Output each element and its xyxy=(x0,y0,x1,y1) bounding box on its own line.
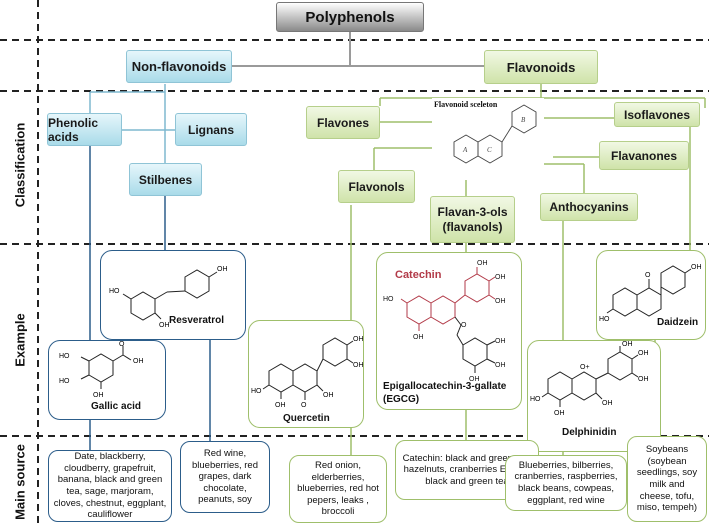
gallic-acid-card: O OH HO HO OH Gallic acid xyxy=(48,340,166,420)
skeleton-structure-icon: A C B xyxy=(453,104,537,164)
source-phenolic-acids: Date, blackberry, cloudberry, grapefruit… xyxy=(48,450,172,522)
delphinidin-oh-4: OH xyxy=(602,400,613,407)
quercetin-name: Quercetin xyxy=(283,413,330,424)
daidzein-ho: HO xyxy=(599,316,610,323)
delphinidin-name: Delphinidin xyxy=(562,427,617,438)
gallic-oh-3: OH xyxy=(93,392,104,399)
delphinidin-card: O+ OH OH OH OH HO OH Delphinidin xyxy=(527,340,661,452)
source-isoflavones: Soybeans (soybean seedlings, soy milk an… xyxy=(627,436,707,522)
flavanones-box: Flavanones xyxy=(599,141,689,170)
source-flavonols: Red onion, elderberries, blueberries, re… xyxy=(289,455,387,523)
section-label-example: Example xyxy=(12,313,28,367)
delphinidin-structure-icon: O+ OH OH OH OH HO OH xyxy=(530,341,649,417)
daidzein-name: Daidzein xyxy=(657,317,699,328)
quercetin-card: OH OH OH O HO OH Quercetin xyxy=(248,320,364,428)
egcg-o: O xyxy=(461,322,467,329)
polyphenols-title: Polyphenols xyxy=(276,2,424,32)
quercetin-ho: HO xyxy=(251,388,262,395)
source-anthocyanins: Blueberries, bilberries, cranberries, ra… xyxy=(505,455,627,511)
source-stilbenes: Red wine, blueberries, red grapes, dark … xyxy=(180,441,270,513)
flavan-3-ols-box: Flavan-3-ols (flavanols) xyxy=(430,196,515,243)
delphinidin-oh-1: OH xyxy=(622,341,633,348)
section-label-classification: Classification xyxy=(12,122,28,208)
egcg-oh-1: OH xyxy=(477,260,488,267)
flavanols-label: (flavanols) xyxy=(442,219,503,234)
catechin-name: Catechin xyxy=(395,269,442,281)
flavonols-box: Flavonols xyxy=(338,170,415,203)
quercetin-structure-icon: OH OH OH O HO OH xyxy=(251,336,364,409)
gallic-ho-2: HO xyxy=(59,378,70,385)
gallic-oh-acid: OH xyxy=(133,358,144,365)
resveratrol-structure-icon: HO OH OH xyxy=(109,266,228,329)
flavonoid-skeleton: Flavonoid sceleton A C B xyxy=(432,98,544,180)
stilbenes-box: Stilbenes xyxy=(129,163,202,196)
delphinidin-oh-5: OH xyxy=(554,410,565,417)
flavonoids-box: Flavonoids xyxy=(484,50,598,84)
ring-a-label: A xyxy=(462,146,468,154)
flavan-3-ols-label: Flavan-3-ols xyxy=(437,204,508,219)
quercetin-oh-4: OH xyxy=(275,402,286,409)
daidzein-oh: OH xyxy=(691,264,702,271)
delphinidin-oh-3: OH xyxy=(638,376,649,383)
delphinidin-o-plus: O+ xyxy=(580,364,590,371)
resveratrol-oh-2: OH xyxy=(159,322,170,329)
non-flavonoids-box: Non-flavonoids xyxy=(126,50,232,83)
egcg-oh-2: OH xyxy=(495,274,506,281)
egcg-name: Epigallocatechin-3-gallate (EGCG) xyxy=(383,381,506,406)
quercetin-oh-1: OH xyxy=(353,336,364,343)
quercetin-oh-3: OH xyxy=(323,392,334,399)
gallic-ho-1: HO xyxy=(59,353,70,360)
egcg-ho: HO xyxy=(383,296,394,303)
egcg-structure-icon: OH OH OH HO OH O OH OH OH xyxy=(383,260,506,383)
ring-b-label: B xyxy=(521,116,526,124)
anthocyanins-box: Anthocyanins xyxy=(540,193,638,221)
egcg-oh-7: OH xyxy=(469,376,480,383)
flavones-box: Flavones xyxy=(306,106,380,139)
delphinidin-ho: HO xyxy=(530,396,541,403)
egcg-oh-3: OH xyxy=(495,298,506,305)
egcg-oh-5: OH xyxy=(495,338,506,345)
resveratrol-name: Resveratrol xyxy=(169,315,225,326)
resveratrol-card: HO OH OH Resveratrol xyxy=(100,250,246,340)
gallic-acid-name: Gallic acid xyxy=(91,401,142,412)
lignans-box: Lignans xyxy=(175,113,247,146)
resveratrol-oh-3: OH xyxy=(217,266,228,273)
skeleton-title: Flavonoid sceleton xyxy=(434,100,498,109)
quercetin-o: O xyxy=(301,402,307,409)
egcg-oh-6: OH xyxy=(495,362,506,369)
egcg-name-line2: (EGCG) xyxy=(383,393,420,405)
section-label-main-source: Main source xyxy=(12,444,28,520)
daidzein-structure-icon: O OH HO xyxy=(599,264,702,323)
ring-c-label: C xyxy=(487,146,492,154)
resveratrol-ho-1: HO xyxy=(109,288,120,295)
gallic-o: O xyxy=(119,341,125,348)
daidzein-o: O xyxy=(645,272,651,279)
isoflavones-box: Isoflavones xyxy=(614,102,700,127)
egcg-card: Catechin OH OH OH HO OH O OH OH OH Epiga… xyxy=(376,252,522,410)
delphinidin-oh-2: OH xyxy=(638,350,649,357)
daidzein-card: O OH HO Daidzein xyxy=(596,250,706,340)
gallic-acid-structure-icon: O OH HO HO OH xyxy=(59,341,144,399)
egcg-oh-4: OH xyxy=(413,334,424,341)
egcg-name-line1: Epigallocatechin-3-gallate xyxy=(383,381,507,392)
phenolic-acids-box: Phenolic acids xyxy=(47,113,122,146)
quercetin-oh-2: OH xyxy=(353,362,364,369)
